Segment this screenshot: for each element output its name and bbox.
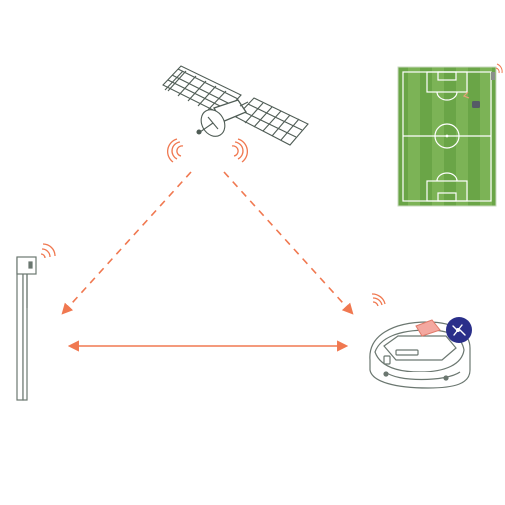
mower-signal-icon [371,293,386,307]
pitch-signal-icon [495,63,503,74]
satellite-signal-right-icon [231,138,248,163]
pitch-base-marker-icon [491,72,495,80]
base-station-signal-icon [40,243,56,259]
robot-lawn-mower-icon [369,321,471,389]
mower-cover-icon [415,319,441,337]
pitch-mower-marker-icon [472,101,480,108]
satellite-to-base-link [61,171,192,315]
rtk-signal-icon [446,317,472,343]
satellite-to-mower-link [223,171,354,315]
base-station-pole-icon [16,256,37,401]
satellite-icon [162,65,309,146]
pitch-mower-path-icon [462,91,470,99]
satellite-signal-left-icon [167,138,184,163]
football-pitch-map-icon [397,66,497,207]
